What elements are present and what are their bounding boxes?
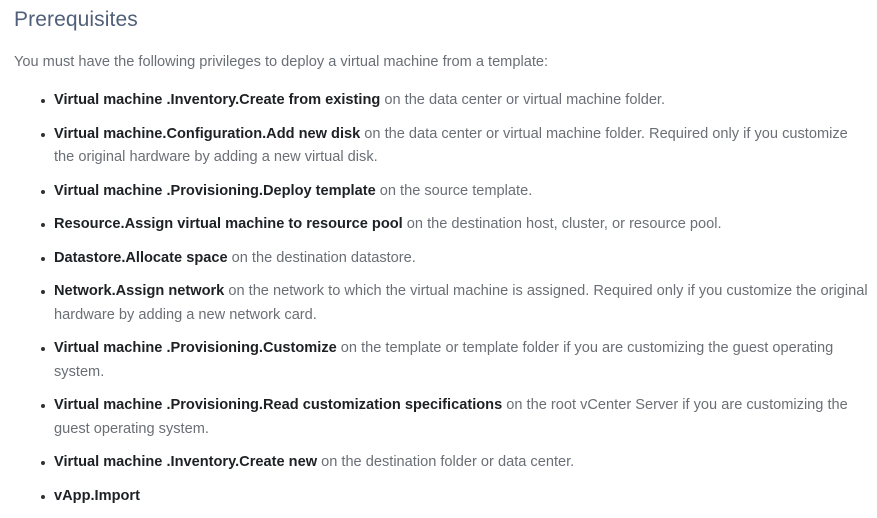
list-item: Network.Assign network on the network to… [0,280,877,327]
list-item: Virtual machine .Inventory.Create new on… [0,451,877,475]
privilege-path: Network.Assign network [54,283,225,299]
page-title: Prerequisites [14,8,138,31]
privilege-path: Virtual machine .Inventory.Create new [54,454,318,470]
list-item: Virtual machine .Provisioning.Deploy tem… [0,180,877,204]
privilege-path: Virtual machine .Inventory.Create from e… [54,92,381,108]
privilege-description: on the root vCenter Server if you are cu… [54,397,848,437]
list-item: Datastore.Allocate space on the destinat… [0,247,877,271]
privilege-description: on the destination host, cluster, or res… [402,216,722,232]
privilege-path: Virtual machine.Configuration.Add new di… [54,125,361,142]
privilege-list: Virtual machine .Inventory.Create from e… [0,72,877,508]
privilege-description: on the source template. [375,182,533,199]
privilege-description: on the data center or virtual machine fo… [54,125,848,166]
list-item: Virtual machine .Provisioning.Customize … [0,337,877,384]
list-item: Resource.Assign virtual machine to resou… [0,213,877,237]
privilege-description: on the network to which the virtual mach… [54,283,868,323]
privilege-path: vApp.Import [54,487,140,504]
privilege-path: Virtual machine .Provisioning.Read custo… [54,397,503,413]
privilege-description: on the destination datastore. [227,249,416,266]
privilege-description: on the destination folder or data center… [317,454,575,470]
list-item: vApp.Import [0,485,877,509]
privilege-path: Resource.Assign virtual machine to resou… [54,216,403,232]
intro-paragraph: You must have the following privileges t… [14,54,549,70]
privilege-description: on the data center or virtual machine fo… [380,92,666,108]
privilege-description: on the template or template folder if yo… [54,340,834,380]
privilege-path: Datastore.Allocate space [54,249,228,266]
privilege-path: Virtual machine .Provisioning.Deploy tem… [54,182,376,199]
list-item: Virtual machine .Provisioning.Read custo… [0,394,877,441]
list-item: Virtual machine .Inventory.Create from e… [0,89,877,113]
list-item: Virtual machine.Configuration.Add new di… [0,123,877,170]
privilege-path: Virtual machine .Provisioning.Customize [54,340,337,356]
